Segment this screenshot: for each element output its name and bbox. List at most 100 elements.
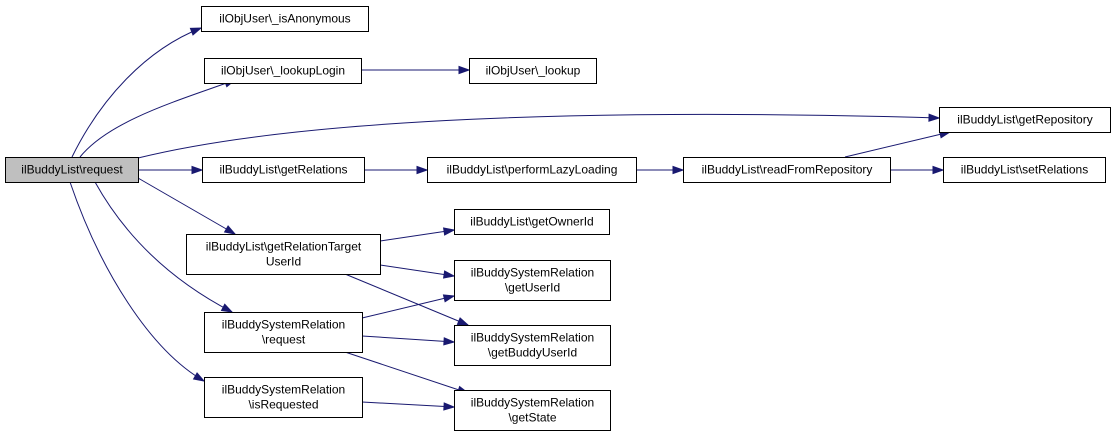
node-label: \getState xyxy=(508,411,556,425)
node-box xyxy=(5,157,139,183)
node-label: ilBuddySystemRelation xyxy=(471,396,594,410)
node-label: ilBuddyList\performLazyLoading xyxy=(447,163,618,177)
edge-readFromRepository-to-setRelations xyxy=(890,165,945,175)
node-box xyxy=(186,234,381,275)
edge-line xyxy=(361,401,455,408)
edge-request-to-isRequested xyxy=(69,181,206,382)
node-box xyxy=(454,260,611,301)
node-label: UserId xyxy=(266,255,301,269)
arrowhead-icon xyxy=(416,165,429,175)
node-box xyxy=(204,312,363,353)
node-box xyxy=(204,377,363,418)
node-box xyxy=(202,157,365,183)
node-label: ilObjUser\_isAnonymous xyxy=(219,12,350,26)
node-lookup[interactable]: ilObjUser\_lookup xyxy=(469,58,597,84)
node-label: ilBuddyList\getRepository xyxy=(957,113,1092,127)
node-label: ilBuddyList\getRelations xyxy=(219,163,347,177)
node-box xyxy=(454,325,611,366)
edge-line xyxy=(79,79,236,158)
node-readFromRepository[interactable]: ilBuddyList\readFromRepository xyxy=(683,157,891,183)
edge-line xyxy=(379,229,455,242)
edge-getRelations-to-performLazyLoading xyxy=(364,165,429,175)
edge-line xyxy=(361,335,455,343)
edge-request-to-getRelationTargetUserId xyxy=(137,177,237,235)
node-getOwnerId[interactable]: ilBuddyList\getOwnerId xyxy=(454,209,610,235)
arrowhead-icon xyxy=(220,303,234,313)
arrowhead-icon xyxy=(189,27,203,36)
arrowhead-icon xyxy=(928,113,941,122)
node-getBuddyUserId[interactable]: ilBuddySystemRelation\getBuddyUserId xyxy=(454,325,611,366)
node-label: ilBuddyList\getRelationTarget xyxy=(206,240,362,254)
arrowhead-icon xyxy=(456,317,470,326)
edge-getRelationTargetUserId-to-getOwnerId xyxy=(379,227,456,242)
node-label: \getBuddyUserId xyxy=(488,346,577,360)
edge-request-to-lookupLogin xyxy=(79,79,237,158)
node-box xyxy=(427,157,637,183)
arrowhead-icon xyxy=(443,402,456,411)
node-label: ilBuddySystemRelation xyxy=(222,318,345,332)
node-performLazyLoading[interactable]: ilBuddyList\performLazyLoading xyxy=(427,157,637,183)
edge-line xyxy=(344,351,469,394)
arrowhead-icon xyxy=(672,165,685,175)
node-box xyxy=(683,157,891,183)
edge-line xyxy=(69,181,205,382)
node-isAnonymous[interactable]: ilObjUser\_isAnonymous xyxy=(201,6,369,32)
node-label: ilBuddyList\readFromRepository xyxy=(702,163,873,177)
node-label: ilBuddyList\setRelations xyxy=(961,163,1088,177)
node-box xyxy=(454,209,610,235)
node-request[interactable]: ilBuddyList\request xyxy=(5,157,139,183)
node-label: ilBuddySystemRelation xyxy=(471,331,594,345)
node-label: \request xyxy=(262,333,306,347)
node-relRequest[interactable]: ilBuddySystemRelation\request xyxy=(204,312,363,353)
edge-line xyxy=(71,27,202,158)
edge-line xyxy=(344,273,469,326)
edge-request-to-relRequest xyxy=(94,181,234,313)
arrowhead-icon xyxy=(458,65,471,75)
node-lookupLogin[interactable]: ilObjUser\_lookupLogin xyxy=(204,58,362,84)
node-getRelations[interactable]: ilBuddyList\getRelations xyxy=(202,157,365,183)
node-getUserId[interactable]: ilBuddySystemRelation\getUserId xyxy=(454,260,611,301)
edge-relRequest-to-getUserId xyxy=(361,294,456,319)
edge-request-to-isAnonymous xyxy=(71,27,203,158)
arrowhead-icon xyxy=(442,227,456,236)
edge-request-to-getRepository xyxy=(137,113,941,159)
node-box xyxy=(939,107,1111,133)
edge-line xyxy=(379,264,455,277)
arrowhead-icon xyxy=(192,372,206,382)
edge-relRequest-to-getState xyxy=(344,351,470,394)
node-box xyxy=(201,6,369,32)
edge-line xyxy=(137,113,940,159)
node-isRequested[interactable]: ilBuddySystemRelation\isRequested xyxy=(204,377,363,418)
node-label: ilObjUser\_lookupLogin xyxy=(221,64,345,78)
node-box xyxy=(469,58,597,84)
edge-getRelationTargetUserId-to-getBuddyUserId xyxy=(344,273,470,326)
node-label: \getUserId xyxy=(505,281,560,295)
node-label: ilBuddyList\request xyxy=(21,163,123,177)
edge-performLazyLoading-to-readFromRepository xyxy=(636,165,685,175)
edge-line xyxy=(844,131,951,158)
arrowhead-icon xyxy=(442,294,456,303)
node-label: ilBuddyList\getOwnerId xyxy=(470,215,593,229)
edge-relRequest-to-getBuddyUserId xyxy=(361,335,456,346)
arrowhead-icon xyxy=(442,270,456,279)
node-box xyxy=(943,157,1106,183)
node-setRelations[interactable]: ilBuddyList\setRelations xyxy=(943,157,1106,183)
arrowhead-icon xyxy=(191,165,204,175)
node-label: ilBuddySystemRelation xyxy=(222,383,345,397)
edge-line xyxy=(361,295,455,319)
node-label: \isRequested xyxy=(248,398,318,412)
edge-lookupLogin-to-lookup xyxy=(361,65,471,75)
node-label: ilBuddySystemRelation xyxy=(471,266,594,280)
edge-isRequested-to-getState xyxy=(361,401,456,411)
arrowhead-icon xyxy=(223,225,237,235)
node-getRepository[interactable]: ilBuddyList\getRepository xyxy=(939,107,1111,133)
arrowhead-icon xyxy=(443,337,456,346)
edge-request-to-getRelations xyxy=(138,165,204,175)
arrowhead-icon xyxy=(932,165,945,175)
node-getState[interactable]: ilBuddySystemRelation\getState xyxy=(454,390,611,431)
node-box xyxy=(204,58,362,84)
edge-readFromRepository-to-getRepository xyxy=(844,130,952,158)
node-label: ilObjUser\_lookup xyxy=(486,64,581,78)
